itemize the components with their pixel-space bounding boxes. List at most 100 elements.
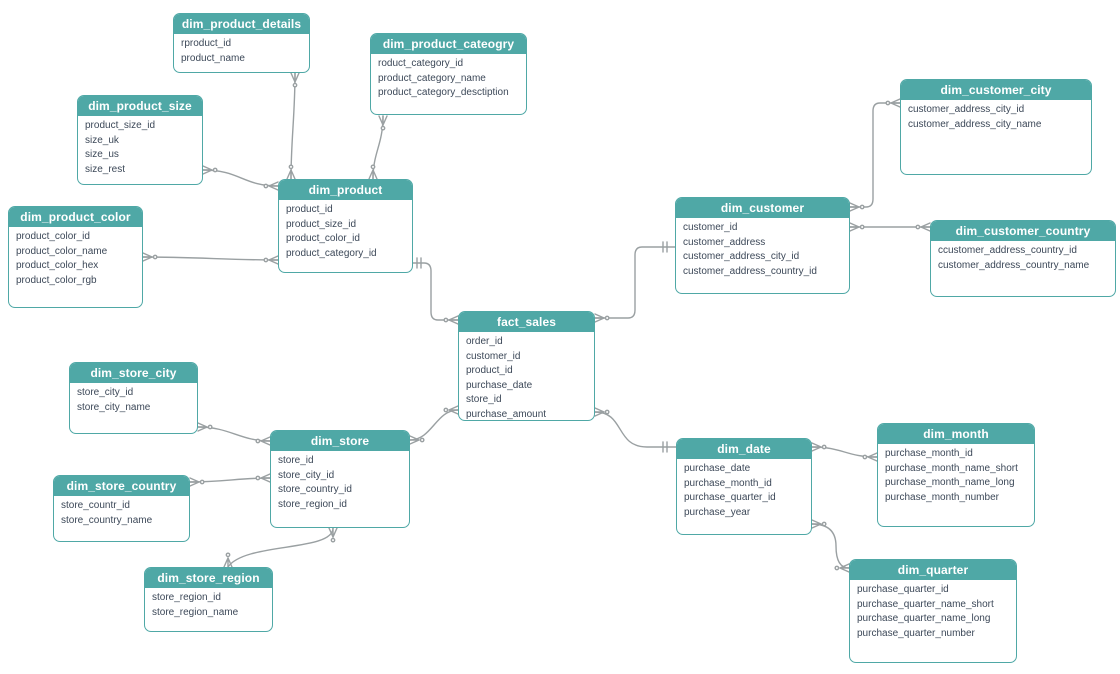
cardinality-circle-marker — [263, 183, 269, 189]
relationship-dim_product_cateogry-dim_product — [372, 115, 384, 180]
relationship-dim_store-fact_sales — [409, 409, 459, 441]
crow-foot-marker — [919, 222, 931, 232]
column-name: product_category_id — [286, 247, 377, 259]
crow-foot-marker — [889, 98, 901, 108]
column-name: purchase_year — [684, 506, 751, 518]
column-name: store_region_id — [152, 592, 221, 603]
crow-foot-marker — [409, 435, 421, 445]
column-name: purchase_month_name_short — [885, 462, 1018, 474]
crow-foot-marker — [267, 255, 279, 265]
cardinality-circle-marker — [380, 125, 386, 131]
table-columns: purchase_date purchase_month_id purchase_q… — [677, 459, 811, 524]
column-name: size_uk — [85, 134, 119, 146]
column-name: store_country_name — [61, 514, 153, 526]
column-name: purchase_quarter_number — [857, 627, 975, 639]
crow-foot-marker — [286, 168, 296, 180]
column-name: product_color_id — [286, 233, 360, 244]
one-tick-marker — [416, 257, 422, 269]
column-name: customer_address_country_name — [938, 259, 1090, 271]
table-dim_customer_country[interactable]: dim_customer_country ccustomer_address_c… — [930, 220, 1116, 297]
cardinality-circle-marker — [255, 475, 261, 481]
cardinality-circle-marker — [862, 454, 868, 460]
relationship-dim_product-fact_sales — [412, 262, 459, 321]
cardinality-circle-marker — [604, 315, 610, 321]
relationship-dim_date-dim_month — [811, 446, 878, 458]
table-title: dim_store — [271, 431, 409, 451]
one-tick-marker — [662, 441, 668, 453]
cardinality-circle-marker — [859, 204, 865, 210]
table-title: dim_product_color — [9, 207, 142, 227]
cardinality-circle-marker — [225, 552, 231, 558]
cardinality-circle-marker — [443, 407, 449, 413]
table-columns: store_countr_id store_country_name — [54, 496, 189, 532]
column-name: customer_address_city_id — [908, 104, 1025, 115]
crow-foot-marker — [197, 422, 209, 432]
column-name: purchase_quarter_id — [684, 492, 776, 503]
column-name: product_color_name — [16, 245, 108, 257]
crow-foot-marker — [811, 442, 823, 452]
column-name: ccustomer_address_country_id — [938, 245, 1077, 256]
column-name: customer_address_country_id — [683, 265, 817, 277]
column-name: purchase_quarter_name_long — [857, 613, 991, 624]
column-name: store_country_id — [278, 484, 352, 495]
cardinality-circle-marker — [207, 424, 213, 430]
column-name: customer_address — [683, 236, 766, 248]
table-title: dim_customer_country — [931, 221, 1115, 241]
table-columns: ccustomer_address_country_id customer_add… — [931, 241, 1115, 277]
cardinality-circle-marker — [199, 479, 205, 485]
cardinality-circle-marker — [885, 100, 891, 106]
column-name: store_countr_id — [61, 500, 130, 511]
crow-foot-marker — [447, 315, 459, 325]
column-name: rproduct_id — [181, 38, 232, 49]
column-name: purchase_month_number — [885, 491, 999, 503]
crow-foot-marker — [328, 527, 338, 539]
column-name: product_size_id — [85, 120, 156, 131]
crow-foot-marker — [594, 313, 606, 323]
column-name: purchase_date — [684, 463, 751, 474]
crow-foot-marker — [189, 477, 201, 487]
cardinality-circle-marker — [443, 317, 449, 323]
relationship-dim_store_city-dim_store — [197, 426, 271, 442]
cardinality-circle-marker — [821, 521, 827, 527]
column-name: purchase_date — [466, 379, 533, 391]
column-name: store_city_id — [278, 469, 335, 481]
relationship-dim_product_color-dim_product — [142, 256, 279, 261]
crow-foot-marker — [811, 519, 823, 529]
column-name: purchase_month_id — [684, 477, 772, 489]
column-name: product_id — [286, 204, 333, 215]
cardinality-circle-marker — [212, 167, 218, 173]
column-name: store_region_id — [278, 498, 347, 510]
crow-foot-marker — [866, 452, 878, 462]
column-name: customer_id — [466, 350, 521, 362]
table-title: dim_product_cateogry — [371, 34, 526, 54]
relationship-fact_sales-dim_customer — [594, 246, 676, 319]
crow-foot-marker — [838, 563, 850, 573]
table-dim_customer_city[interactable]: dim_customer_city customer_address_city_… — [900, 79, 1092, 175]
relationship-dim_date-dim_quarter — [811, 523, 850, 569]
cardinality-circle-marker — [288, 164, 294, 170]
